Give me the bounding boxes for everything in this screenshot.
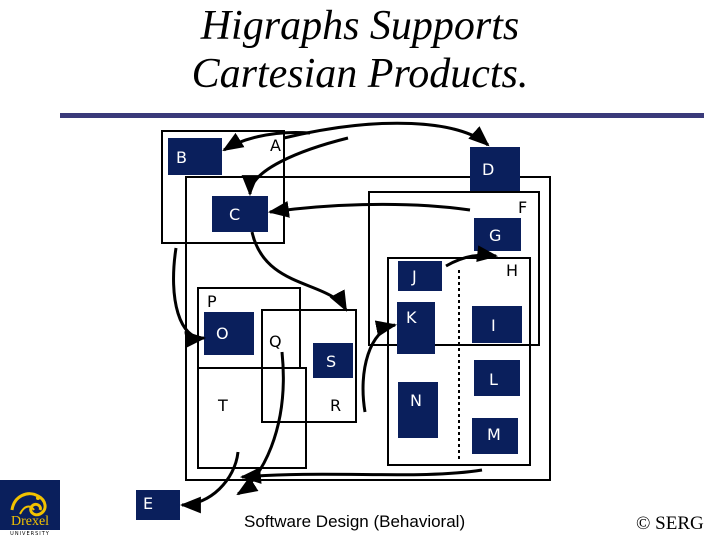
title-line-2: Cartesian Products. bbox=[191, 51, 529, 97]
label-F: F bbox=[518, 198, 527, 217]
title-rule bbox=[60, 113, 704, 118]
label-B: B bbox=[176, 148, 187, 167]
state-B bbox=[168, 138, 222, 175]
state-N bbox=[398, 382, 438, 438]
state-D bbox=[470, 147, 520, 191]
copyright-text: © SERG bbox=[636, 513, 704, 534]
transition-C-to-S bbox=[250, 231, 348, 312]
title-line-1: Higraphs Supports bbox=[200, 3, 520, 49]
label-D: D bbox=[482, 160, 494, 179]
label-R: R bbox=[330, 396, 341, 415]
transition-A-to-D bbox=[283, 121, 490, 147]
label-E: E bbox=[143, 494, 153, 513]
label-T: T bbox=[217, 396, 228, 415]
state-F-box bbox=[368, 191, 540, 346]
transition-Q-to-E bbox=[236, 351, 285, 496]
state-O bbox=[204, 312, 254, 355]
transition-T-to-E bbox=[179, 451, 240, 514]
label-P: P bbox=[207, 292, 217, 311]
transition-D-to-C bbox=[241, 136, 349, 197]
label-C: C bbox=[229, 205, 240, 224]
footer-text: Software Design (Behavioral) bbox=[244, 512, 466, 531]
state-S bbox=[313, 343, 353, 378]
label-N: N bbox=[410, 391, 422, 410]
transition-O-to-E bbox=[172, 247, 207, 348]
state-K bbox=[397, 302, 435, 354]
label-Q: Q bbox=[269, 332, 282, 351]
transition-G-to-C bbox=[267, 201, 471, 218]
transition-J-to-H bbox=[445, 245, 499, 268]
drexel-logo bbox=[0, 480, 60, 540]
state-L bbox=[474, 360, 520, 396]
label-S: S bbox=[326, 352, 336, 371]
label-K: K bbox=[406, 308, 417, 327]
dragon-icon bbox=[0, 480, 60, 540]
label-J: J bbox=[411, 267, 417, 286]
state-A-box bbox=[161, 130, 285, 244]
state-J bbox=[398, 261, 442, 291]
label-A: A bbox=[270, 136, 281, 155]
label-G: G bbox=[489, 226, 501, 245]
transition-L-to-E bbox=[239, 467, 483, 484]
label-I: I bbox=[491, 316, 496, 335]
label-M: M bbox=[487, 425, 501, 444]
logo-subtitle: UNIVERSITY bbox=[10, 531, 50, 537]
label-H: H bbox=[506, 261, 518, 280]
state-I bbox=[472, 306, 522, 343]
state-C bbox=[212, 196, 268, 232]
state-T-box bbox=[197, 367, 307, 469]
state-H-box bbox=[387, 257, 531, 466]
state-M bbox=[472, 418, 518, 454]
transition-R-to-N bbox=[361, 320, 398, 413]
slide-title: Higraphs Supports Cartesian Products. bbox=[0, 2, 720, 98]
state-Q-box bbox=[261, 309, 357, 423]
logo-name: Drexel bbox=[10, 514, 50, 529]
transition-into-B bbox=[222, 130, 311, 152]
label-L: L bbox=[489, 370, 498, 389]
state-E bbox=[136, 490, 180, 520]
label-O: O bbox=[216, 324, 229, 343]
